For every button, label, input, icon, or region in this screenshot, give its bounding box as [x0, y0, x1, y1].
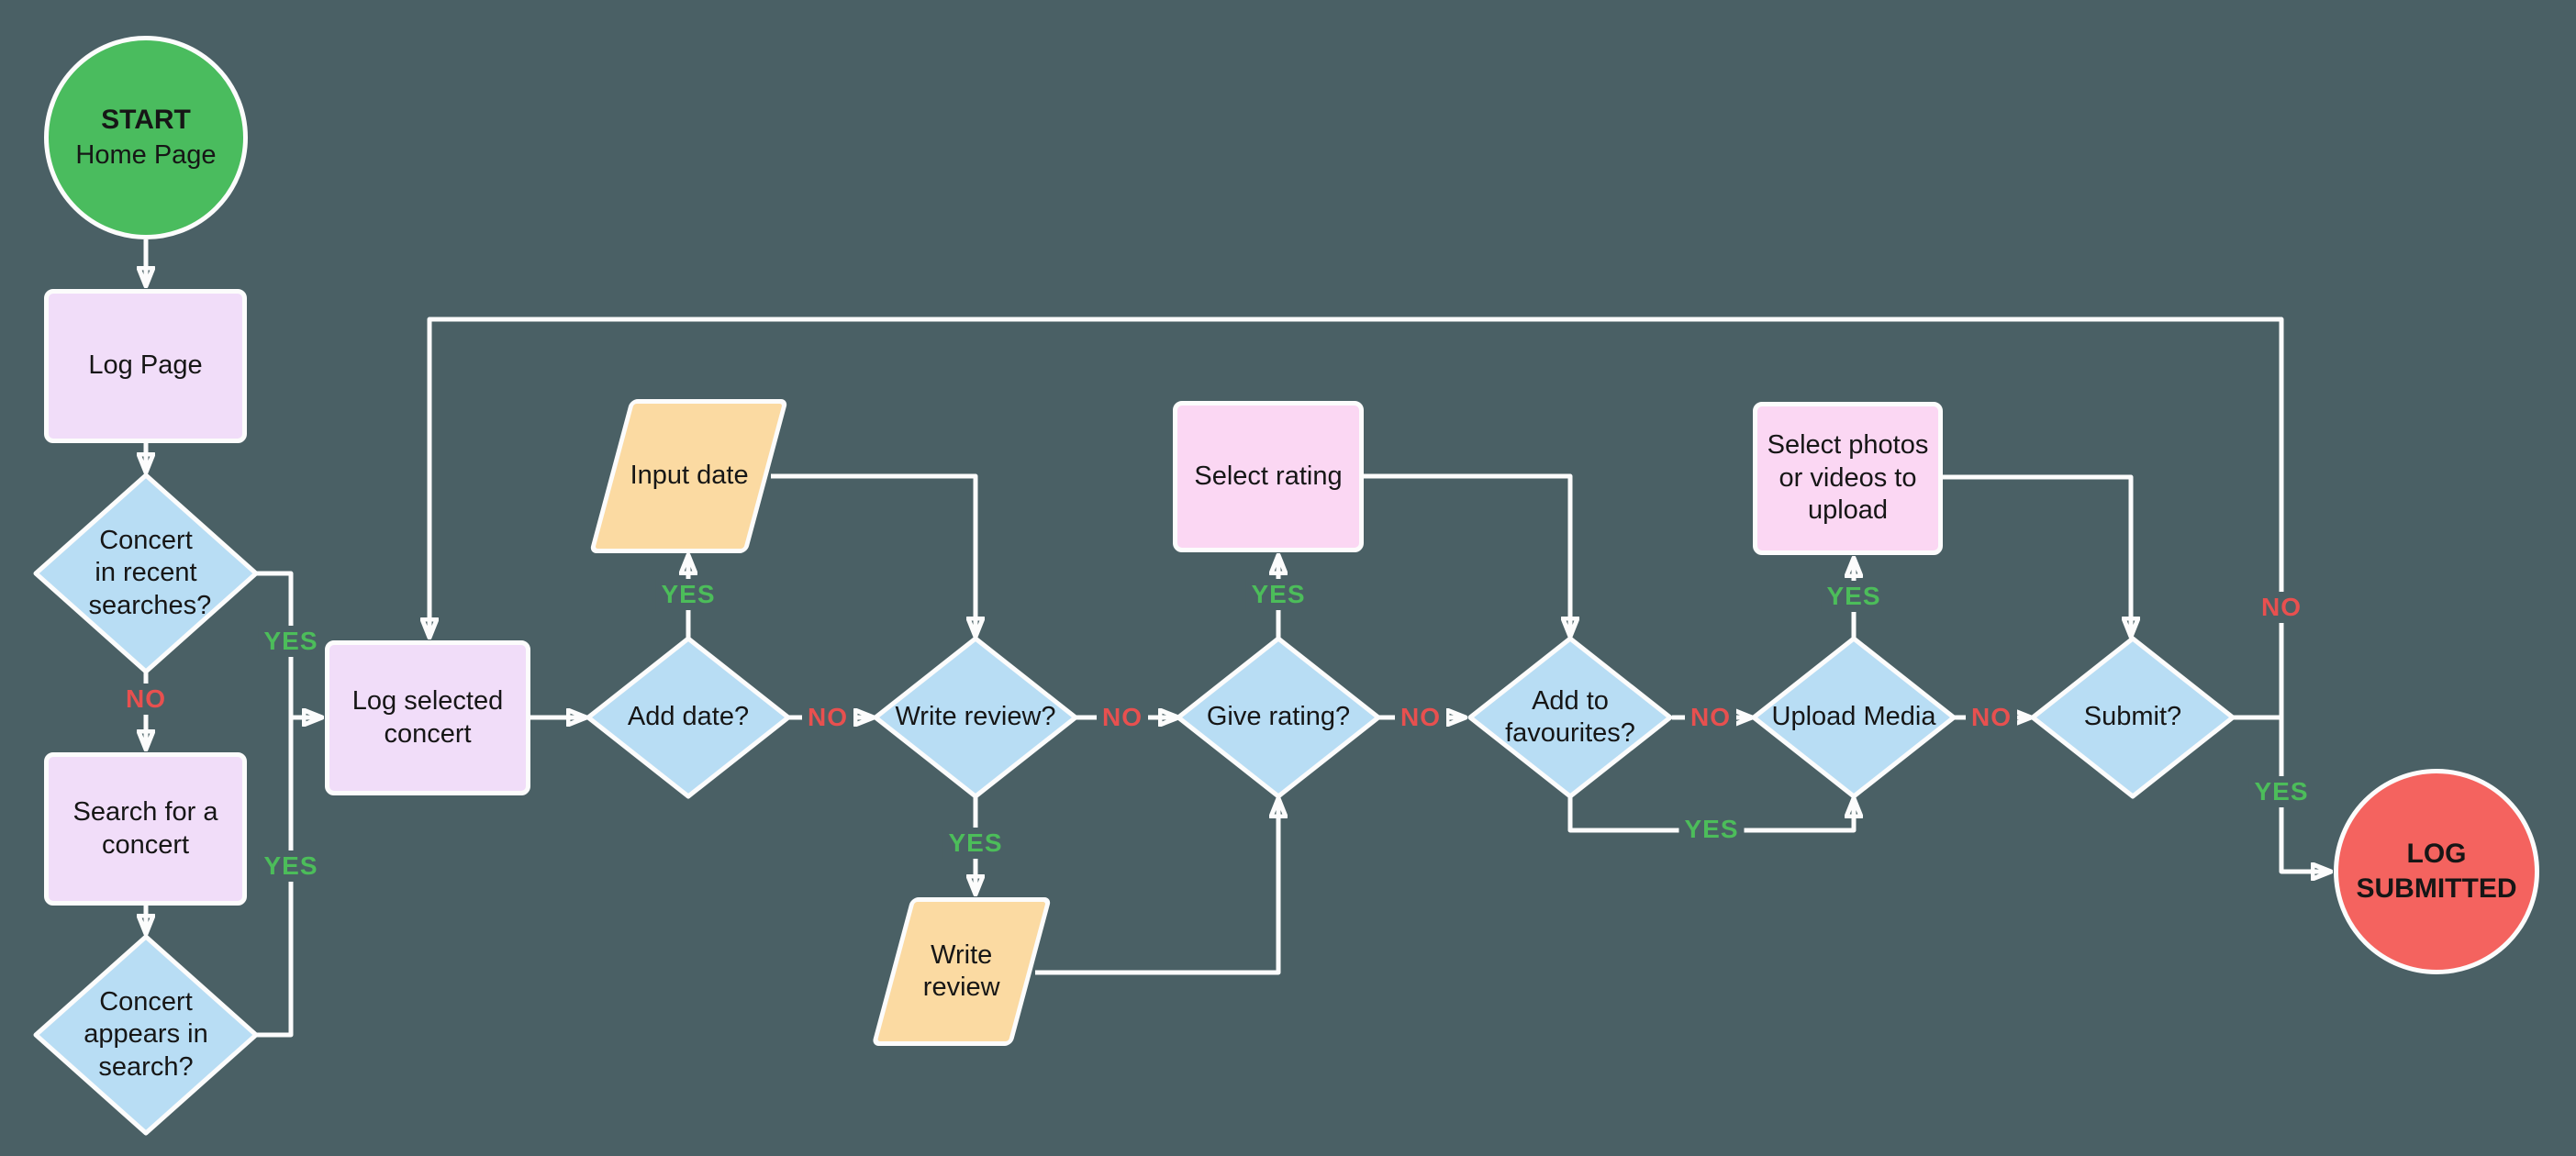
add-date-label: Add date?	[627, 702, 750, 732]
edge-label-recent-yes: YES	[258, 626, 324, 657]
add-favourites-decision: Add to favourites?	[1466, 634, 1675, 801]
log-selected-label: Log selected concert	[351, 686, 504, 749]
edge-label-writereview-yes: YES	[942, 828, 1009, 859]
log-submitted-label: LOG SUBMITTED	[2356, 838, 2517, 904]
edge-label-submit-no: NO	[2256, 592, 2307, 623]
edge-selectrating-to-addfav	[1364, 473, 1570, 635]
select-photos-node: Select photos or videos to upload	[1753, 402, 1943, 555]
edge-writereviewpar-to-giverating	[1035, 800, 1278, 975]
start-node-title: START	[101, 105, 191, 136]
input-date-label: Input date	[629, 461, 748, 491]
edge-submit-no-loop	[429, 317, 2284, 720]
concert-appears-decision: Concert appears in search?	[30, 931, 262, 1139]
edge-label-recent-no: NO	[120, 684, 172, 715]
edge-label-addfav-no: NO	[1685, 702, 1736, 733]
edge-label-giverating-no: NO	[1395, 702, 1446, 733]
edge-label-upload-no: NO	[1966, 702, 2017, 733]
edge-label-addfav-yes: YES	[1678, 814, 1745, 845]
log-page-label: Log Page	[88, 350, 203, 381]
start-node: START Home Page	[44, 36, 248, 239]
log-selected-node: Log selected concert	[325, 640, 530, 795]
edge-label-appears-yes: YES	[258, 850, 324, 882]
start-node-subtitle: Home Page	[75, 139, 217, 170]
write-review-label: Write review	[922, 939, 1000, 1002]
edge-label-writereview-no: NO	[1097, 702, 1148, 733]
edge-label-giverating-yes: YES	[1245, 579, 1311, 610]
submit-label: Submit?	[2083, 702, 2182, 732]
give-rating-decision: Give rating?	[1174, 634, 1383, 801]
search-concert-label: Search for a concert	[72, 797, 218, 860]
edge-label-submit-yes: YES	[2248, 776, 2314, 807]
select-photos-label: Select photos or videos to upload	[1767, 430, 1929, 526]
select-rating-label: Select rating	[1194, 461, 1343, 491]
upload-media-label: Upload Media	[1771, 702, 1936, 732]
write-review-decision: Write review?	[871, 634, 1080, 801]
edge-label-adddate-yes: YES	[655, 579, 721, 610]
concert-recent-label: Concert in recent searches?	[88, 525, 212, 620]
log-submitted-node: LOG SUBMITTED	[2334, 769, 2539, 974]
submit-decision: Submit?	[2028, 634, 2237, 801]
add-favourites-label: Add to favourites?	[1505, 685, 1635, 748]
add-date-decision: Add date?	[584, 634, 793, 801]
write-review-q-label: Write review?	[895, 702, 1056, 732]
edge-yes-rail	[256, 571, 294, 1038]
edge-inputdate-to-writereview	[771, 473, 976, 635]
edge-label-upload-yes: YES	[1821, 581, 1887, 612]
edge-label-adddate-no: NO	[802, 702, 853, 733]
edge-selectphotos-to-submit	[1943, 474, 2131, 635]
edge-submit-yes	[2279, 717, 2329, 872]
concert-recent-decision: Concert in recent searches?	[30, 470, 262, 677]
log-page-node: Log Page	[44, 289, 247, 443]
select-rating-node: Select rating	[1173, 401, 1364, 552]
upload-media-decision: Upload Media	[1749, 634, 1958, 801]
concert-appears-label: Concert appears in search?	[84, 986, 208, 1082]
search-concert-node: Search for a concert	[44, 752, 247, 906]
give-rating-label: Give rating?	[1206, 702, 1351, 732]
